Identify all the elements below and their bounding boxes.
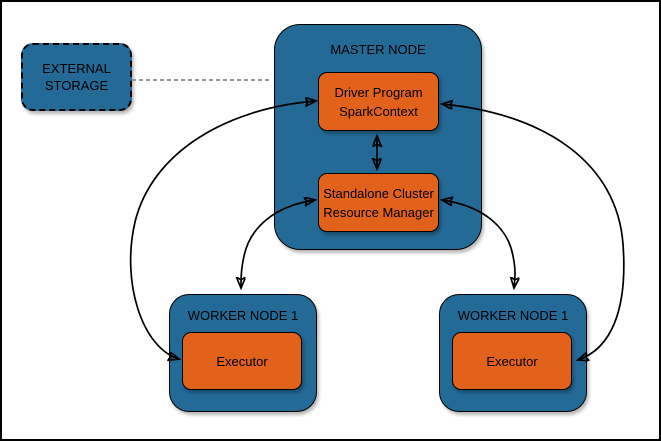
- spark-context-label: SparkContext: [339, 103, 418, 119]
- executor-left-label: Executor: [216, 353, 268, 369]
- external-storage-label-line1: EXTERNAL: [42, 61, 111, 76]
- driver-program-label: Driver Program: [334, 84, 423, 100]
- external-storage-node: EXTERNAL STORAGE: [21, 43, 132, 111]
- resource-manager-label-line2: Resource Manager: [323, 204, 434, 220]
- resource-manager-label-line1: Standalone Cluster: [323, 185, 434, 201]
- master-node-title: MASTER NODE: [330, 42, 426, 57]
- external-storage-label-line2: STORAGE: [44, 78, 109, 93]
- resource-manager-box: Standalone Cluster Resource Manager: [318, 173, 439, 232]
- driver-program-box: Driver Program SparkContext: [318, 72, 439, 131]
- executor-right-box: Executor: [452, 332, 572, 390]
- worker-node-right-title: WORKER NODE 1: [457, 308, 569, 323]
- worker-node-left-title: WORKER NODE 1: [187, 308, 299, 323]
- executor-right-label: Executor: [486, 353, 538, 369]
- executor-left-box: Executor: [182, 332, 302, 390]
